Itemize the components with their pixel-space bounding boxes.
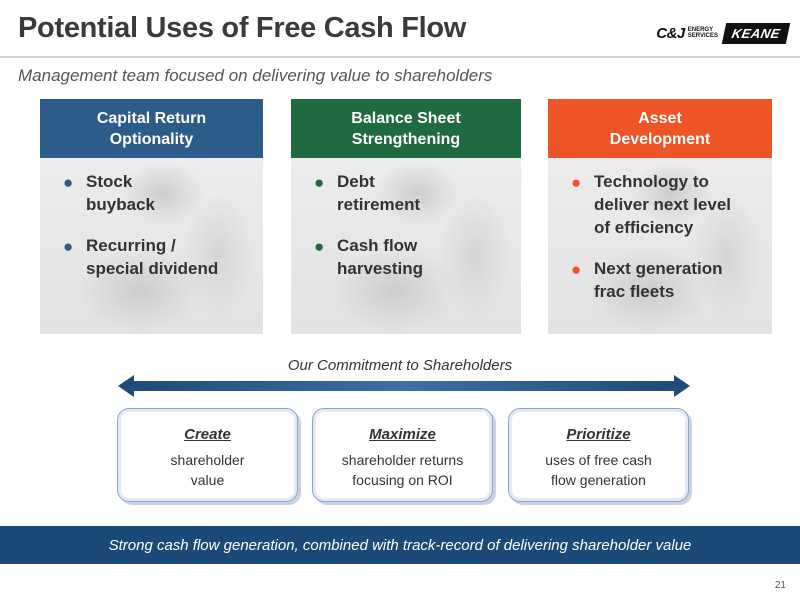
page-title: Potential Uses of Free Cash Flow xyxy=(18,12,467,44)
cj-logo-mark: C&J xyxy=(656,24,685,42)
box-heading: Maximize xyxy=(369,426,436,443)
banner-text: Strong cash flow generation, combined wi… xyxy=(108,536,692,554)
commitment-label: Our Commitment to Shareholders xyxy=(287,357,513,374)
title-divider xyxy=(0,56,800,58)
bullet-icon: ● xyxy=(314,237,325,256)
bullet-icon: ● xyxy=(314,173,325,192)
bullet-list: ● Debt retirement ● Cash flow harvesting xyxy=(291,170,423,298)
list-item: ● Cash flow harvesting xyxy=(314,234,423,280)
list-item: ● Debt retirement xyxy=(314,170,423,216)
bullet-text: Cash flow harvesting xyxy=(337,236,423,278)
list-item: ● Technology to deliver next level of eff… xyxy=(571,170,732,239)
bullet-text: Recurring / special dividend xyxy=(86,236,219,278)
list-item: ● Stock buyback xyxy=(63,170,218,216)
cj-logo-subtext-2: SERVICES xyxy=(687,33,718,39)
cj-logo-subtext-1: ENERGY xyxy=(687,27,714,33)
background-photo xyxy=(291,158,521,334)
bullet-text: Debt retirement xyxy=(337,172,421,214)
cj-logo-subtext: ENERGY SERVICES xyxy=(688,27,718,39)
background-photo xyxy=(548,158,772,334)
bullet-list: ● Stock buyback ● Recurring / special divi… xyxy=(40,170,218,298)
summary-banner: Strong cash flow generation, combined wi… xyxy=(0,526,800,564)
card-body: ● Technology to deliver next level of eff… xyxy=(548,158,772,334)
company-logos: C&J ENERGY SERVICES KEANE xyxy=(656,20,791,46)
card-capital-return: Capital Return Optionality ● Stock buybac… xyxy=(40,99,263,334)
page-subtitle: Management team focused on delivering va… xyxy=(18,66,493,85)
page-number: 21 xyxy=(774,580,786,591)
card-heading: Asset Development xyxy=(548,99,772,158)
card-balance-sheet: Balance Sheet Strengthening ● Debt retire… xyxy=(291,99,521,334)
box-text: shareholder value xyxy=(170,452,245,488)
card-asset-development: Asset Development ● Technology to deliver… xyxy=(548,99,772,334)
commitment-box-maximize: Maximize shareholder returns focusing on… xyxy=(312,408,493,502)
commitment-box-create: Create shareholder value xyxy=(117,408,298,502)
double-arrow-icon xyxy=(118,375,690,397)
box-heading: Create xyxy=(184,426,231,443)
box-heading: Prioritize xyxy=(566,426,631,443)
bullet-icon: ● xyxy=(63,173,74,192)
list-item: ● Recurring / special dividend xyxy=(63,234,219,280)
bullet-icon: ● xyxy=(63,237,74,256)
box-text: uses of free cash flow generation xyxy=(545,452,652,488)
bullet-text: Stock buyback xyxy=(86,172,155,214)
bullet-text: Technology to deliver next level of effi… xyxy=(594,172,732,237)
card-heading: Capital Return Optionality xyxy=(40,99,263,158)
list-item: ● Next generation frac fleets xyxy=(571,257,731,303)
card-body: ● Stock buyback ● Recurring / special divi… xyxy=(40,158,263,334)
background-photo xyxy=(40,158,263,334)
cj-energy-logo: C&J ENERGY SERVICES xyxy=(656,25,718,42)
box-text: shareholder returns focusing on ROI xyxy=(341,452,464,488)
bullet-text: Next generation frac fleets xyxy=(594,259,723,301)
bullet-icon: ● xyxy=(571,173,582,192)
card-body: ● Debt retirement ● Cash flow harvesting xyxy=(291,158,521,334)
keane-logo: KEANE xyxy=(721,22,791,44)
card-heading: Balance Sheet Strengthening xyxy=(291,99,521,158)
bullet-icon: ● xyxy=(571,260,582,279)
commitment-box-prioritize: Prioritize uses of free cash flow genera… xyxy=(508,408,689,502)
bullet-list: ● Technology to deliver next level of eff… xyxy=(548,170,731,321)
